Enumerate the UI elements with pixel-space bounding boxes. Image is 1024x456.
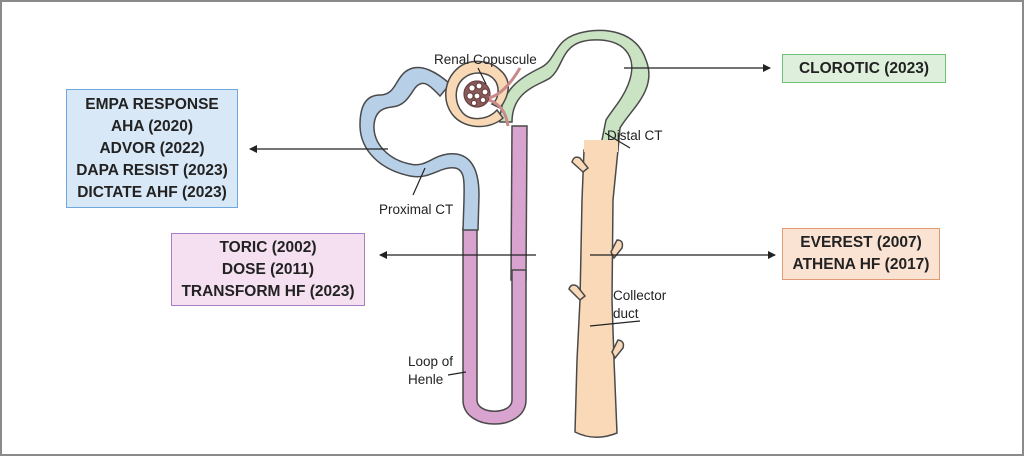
label-collector-duct-line1: Collector (613, 288, 667, 303)
collector-duct (568, 149, 625, 438)
label-proximal-ct: Proximal CT (379, 202, 453, 217)
trial-label: EVEREST (2007) (800, 234, 922, 251)
collector-duct-branches (568, 156, 625, 360)
loop-trials-box: TORIC (2002) DOSE (2011) TRANSFORM HF (2… (171, 233, 365, 306)
label-collector-duct-line2: duct (613, 306, 639, 321)
label-loop-of-henle-line1: Loop of (408, 354, 453, 369)
distal-ct (499, 29, 650, 152)
loop-of-henle (462, 227, 527, 425)
trial-label: ADVOR (2022) (99, 139, 205, 157)
trial-label: TORIC (2002) (219, 238, 317, 256)
trial-label: ATHENA HF (2017) (792, 256, 930, 273)
proximal-ct (359, 66, 480, 231)
label-renal-copuscule: Renal Copuscule (434, 52, 537, 67)
renal-corpuscle (445, 60, 522, 128)
proximal-trials-box: EMPA RESPONSE AHA (2020) ADVOR (2022) DA… (66, 89, 238, 208)
label-distal-ct: Distal CT (607, 128, 663, 143)
label-loop-of-henle-line2: Henle (408, 372, 443, 387)
ascending-limb (510, 125, 528, 281)
trial-label: CLOROTIC (2023) (798, 59, 930, 77)
trial-label: DICTATE AHF (2023) (77, 183, 227, 201)
arterioles-icon (488, 67, 522, 127)
distal-trials-box: CLOROTIC (2023) (782, 54, 946, 83)
glomerulus-icon (463, 80, 491, 108)
trial-label: DOSE (2011) (221, 260, 315, 278)
label-leaders (412, 67, 641, 376)
trial-label: TRANSFORM HF (2023) (181, 282, 355, 300)
collector-trials-box: EVEREST (2007) ATHENA HF (2017) (782, 228, 940, 280)
arrows (249, 64, 776, 259)
trial-label: AHA (2020) (110, 117, 194, 135)
trial-label: DAPA RESIST (2023) (76, 161, 228, 179)
trial-label: EMPA RESPONSE (85, 95, 219, 113)
